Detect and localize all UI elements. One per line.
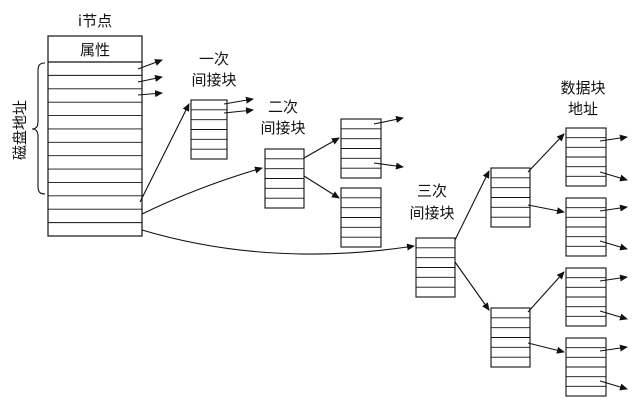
data-arrow-4a bbox=[599, 344, 628, 352]
inode-to-single-indirect bbox=[139, 103, 190, 203]
data-address-block-1 bbox=[565, 127, 607, 187]
double-sub-arrow-1 bbox=[373, 115, 404, 125]
direct-arrow-2 bbox=[137, 75, 163, 83]
sub-bottom-to-data-4 bbox=[527, 342, 565, 354]
attributes-label: 属性 bbox=[80, 41, 110, 59]
double-indirect-sub-arrows bbox=[373, 115, 404, 170]
data-arrow-1a bbox=[599, 134, 628, 142]
inode-address-rows bbox=[48, 74, 142, 224]
double-sub-arrow-2 bbox=[373, 162, 404, 170]
data-address-block-2 bbox=[565, 197, 607, 257]
data-arrow-2b bbox=[599, 240, 628, 251]
data-address-arrows bbox=[599, 134, 628, 391]
single-indirect-label-line2: 间接块 bbox=[191, 71, 236, 89]
data-arrow-3a bbox=[599, 274, 628, 282]
data-block-address-label-line2: 地址 bbox=[568, 100, 598, 118]
triple-indirect-sub-block-top bbox=[490, 167, 531, 228]
triple-indirect-block bbox=[415, 237, 456, 298]
single-indirect-label-line1: 一次 bbox=[199, 50, 229, 68]
sub-bottom-to-data-3 bbox=[527, 271, 565, 313]
sub-top-to-data-2 bbox=[527, 204, 565, 215]
double-to-sub-top bbox=[303, 137, 340, 159]
double-indirect-label-line1: 二次 bbox=[268, 98, 298, 116]
data-arrow-1b bbox=[599, 171, 628, 182]
inode-to-triple-indirect bbox=[141, 229, 415, 255]
indirect-connectors bbox=[139, 103, 565, 354]
triple-indirect-sub-block-bottom bbox=[490, 307, 531, 368]
triple-indirect-label-line2: 间接块 bbox=[409, 204, 454, 222]
double-indirect-label-line2: 间接块 bbox=[260, 119, 305, 137]
data-arrow-3b bbox=[599, 310, 628, 321]
data-address-block-3 bbox=[565, 267, 607, 327]
single-indirect-arrows bbox=[223, 96, 254, 115]
data-address-block-4 bbox=[565, 337, 607, 397]
triple-to-sub-bottom bbox=[454, 261, 490, 311]
data-arrow-2a bbox=[599, 204, 628, 212]
single-indirect-arrow-1 bbox=[223, 96, 254, 105]
inode-to-double-indirect bbox=[141, 166, 263, 215]
direct-arrow-3 bbox=[137, 90, 163, 98]
inode-label: i节点 bbox=[78, 12, 112, 30]
data-arrow-4b bbox=[599, 380, 628, 391]
single-indirect-arrow-2 bbox=[223, 107, 254, 115]
direct-address-arrows bbox=[137, 59, 163, 98]
disk-address-brace bbox=[31, 62, 46, 195]
sub-top-to-data-1 bbox=[527, 133, 565, 173]
data-block-address-label-line1: 数据块 bbox=[560, 79, 605, 97]
double-indirect-block bbox=[264, 148, 305, 209]
double-indirect-sub-block-bottom bbox=[340, 187, 382, 248]
single-indirect-block bbox=[190, 99, 228, 160]
triple-indirect-label-line1: 三次 bbox=[417, 182, 447, 200]
double-to-sub-bottom bbox=[303, 175, 340, 199]
double-indirect-sub-block-top bbox=[340, 118, 382, 179]
disk-addresses-label: 磁盘地址 bbox=[11, 100, 29, 160]
direct-arrow-1 bbox=[137, 59, 163, 70]
inode-block bbox=[47, 35, 143, 237]
triple-to-sub-top bbox=[454, 170, 490, 241]
